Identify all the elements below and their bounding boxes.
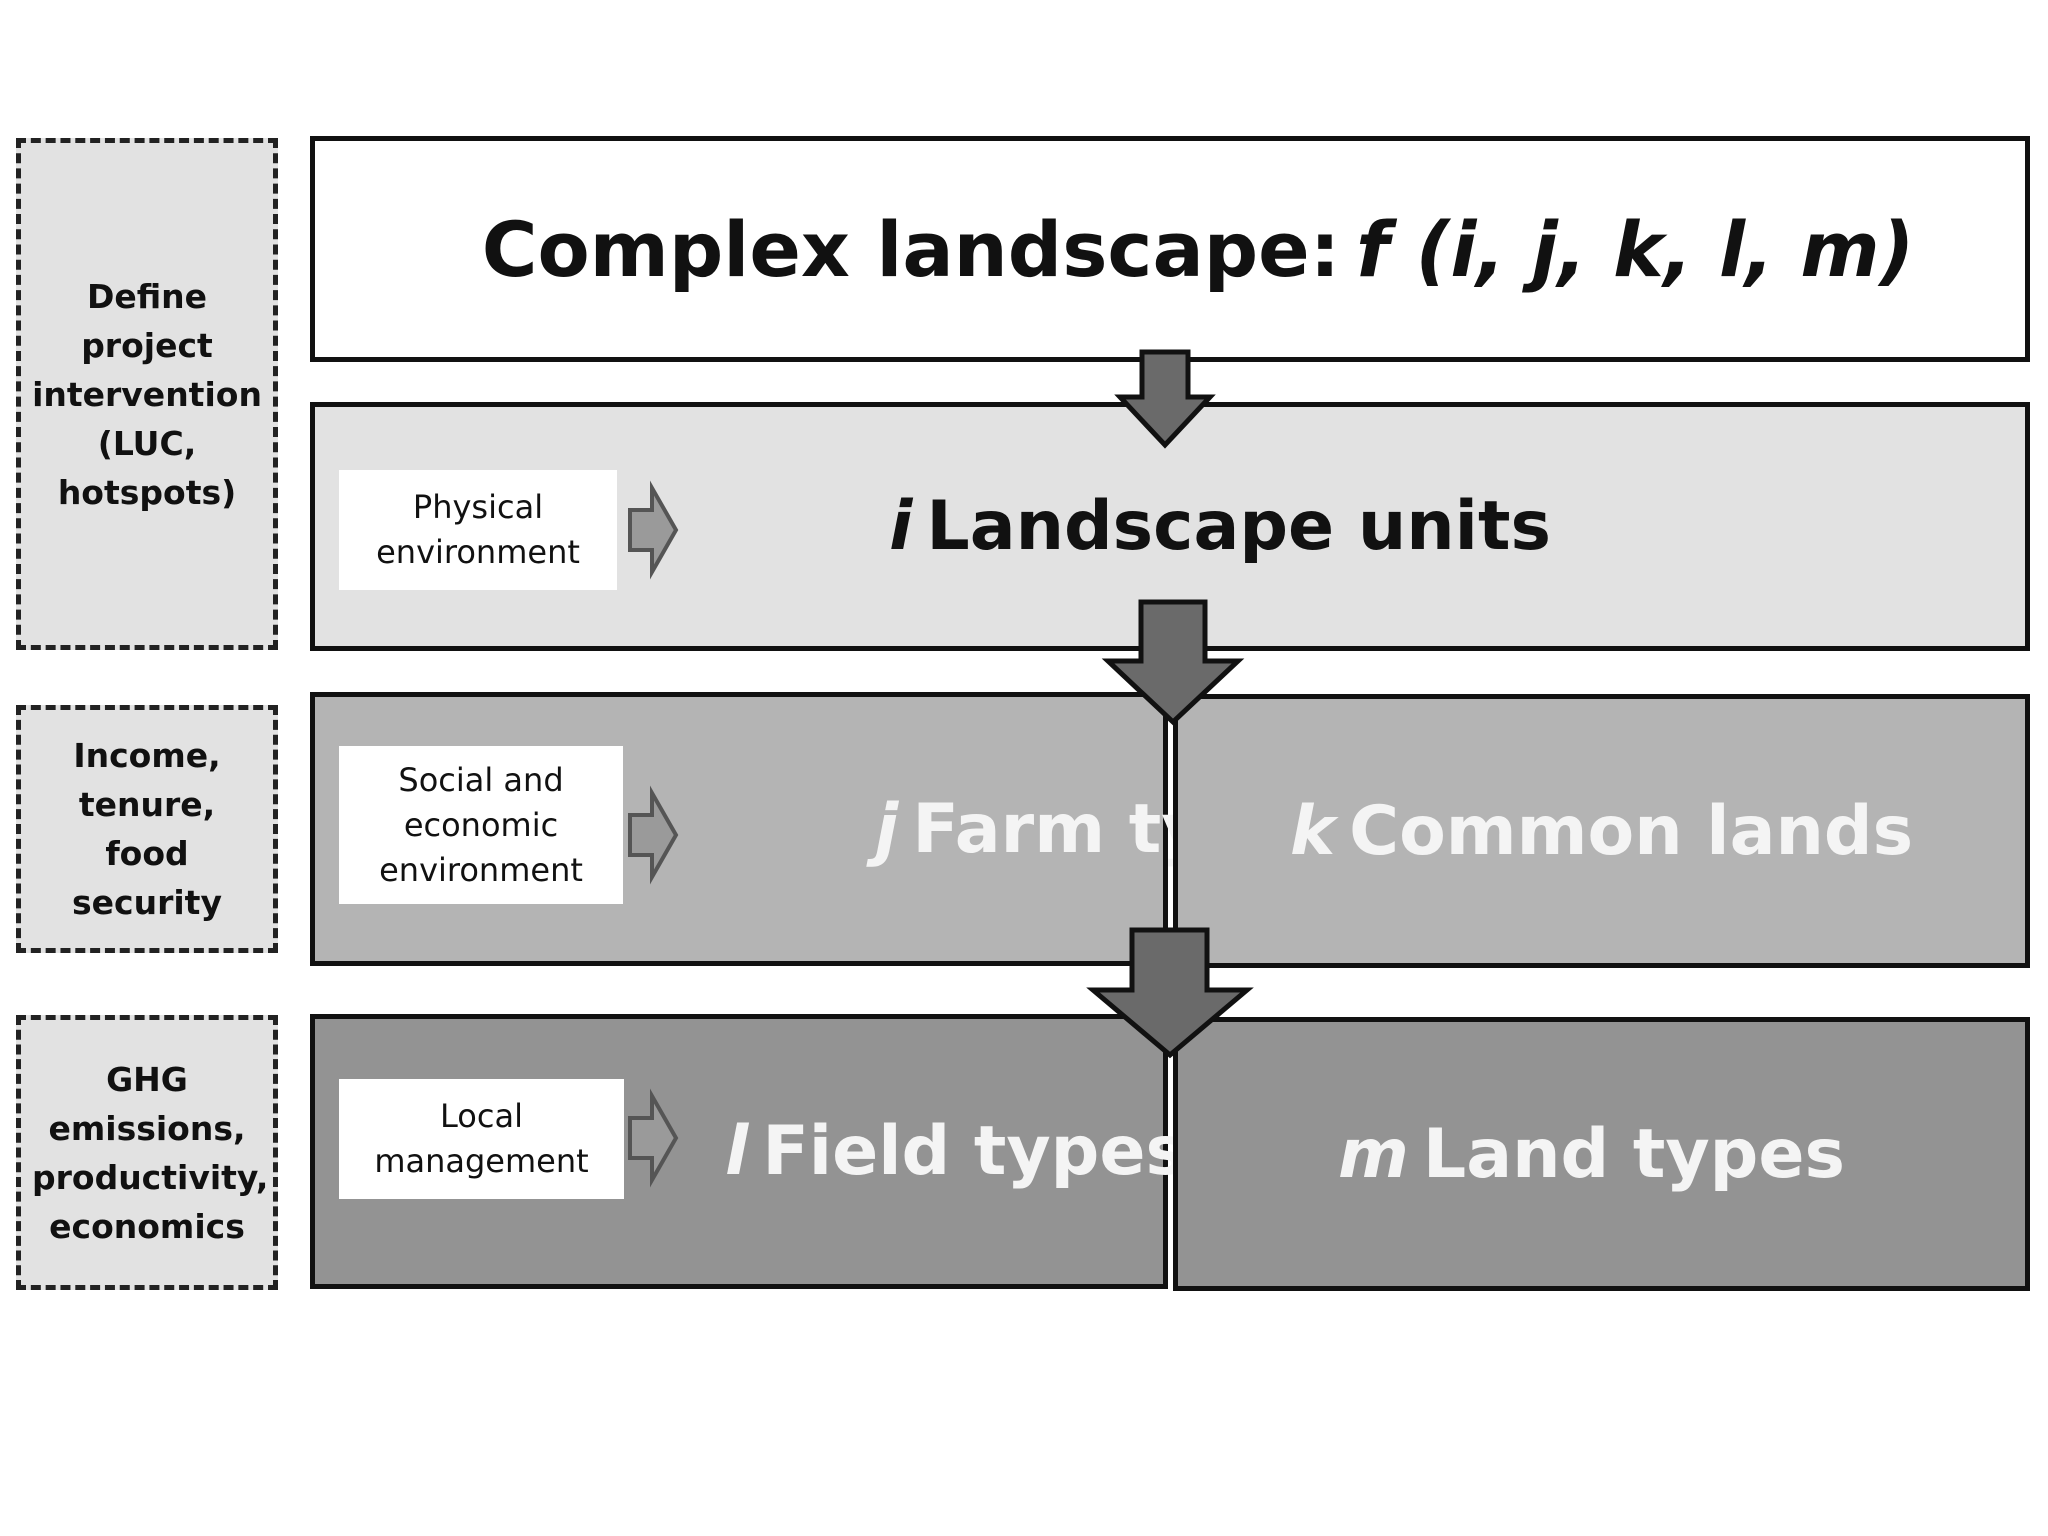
down-arrow-bottom xyxy=(1086,927,1254,1059)
side-label-project-text: Define project intervention (LUC, hotspo… xyxy=(32,276,262,512)
note-physical-environment: Physical environment xyxy=(339,470,617,590)
landscape-units-label: Landscape units xyxy=(926,487,1551,566)
note-physical-environment-text: Physical environment xyxy=(376,488,580,571)
common-lands-box: k Common lands xyxy=(1173,694,2030,968)
side-label-income-text: Income, tenure, food security xyxy=(72,736,222,922)
note-social-economic: Social and economic environment xyxy=(339,746,623,904)
complex-landscape-box: Complex landscape: f (i, j, k, l, m) xyxy=(310,136,2030,362)
land-types-label: Land types xyxy=(1422,1114,1845,1194)
common-lands-label: Common lands xyxy=(1349,791,1914,871)
down-arrow-middle xyxy=(1101,599,1245,726)
field-types-var: l xyxy=(725,1112,749,1191)
note-local-management-text: Local management xyxy=(374,1097,589,1180)
down-arrow-top xyxy=(1114,349,1216,449)
note-local-management: Local management xyxy=(339,1079,624,1199)
side-label-income: Income, tenure, food security xyxy=(16,705,278,953)
land-types-box: m Land types xyxy=(1173,1017,2030,1291)
landscape-units-var: i xyxy=(889,487,913,566)
farm-types-var: j xyxy=(875,789,899,869)
side-arrow-local xyxy=(628,1088,679,1188)
complex-landscape-formula: f (i, j, k, l, m) xyxy=(1356,204,1915,294)
complex-landscape-label: Complex landscape: xyxy=(481,204,1341,294)
side-arrow-social xyxy=(628,785,679,885)
field-types-label: Field types xyxy=(762,1112,1186,1191)
land-types-var: m xyxy=(1338,1114,1409,1194)
side-label-project: Define project intervention (LUC, hotspo… xyxy=(16,138,278,650)
side-label-ghg-text: GHG emissions, productivity, economics xyxy=(32,1059,269,1246)
note-social-economic-text: Social and economic environment xyxy=(379,760,583,889)
side-arrow-physical xyxy=(628,480,679,580)
side-label-ghg: GHG emissions, productivity, economics xyxy=(16,1015,278,1290)
common-lands-var: k xyxy=(1289,791,1336,871)
